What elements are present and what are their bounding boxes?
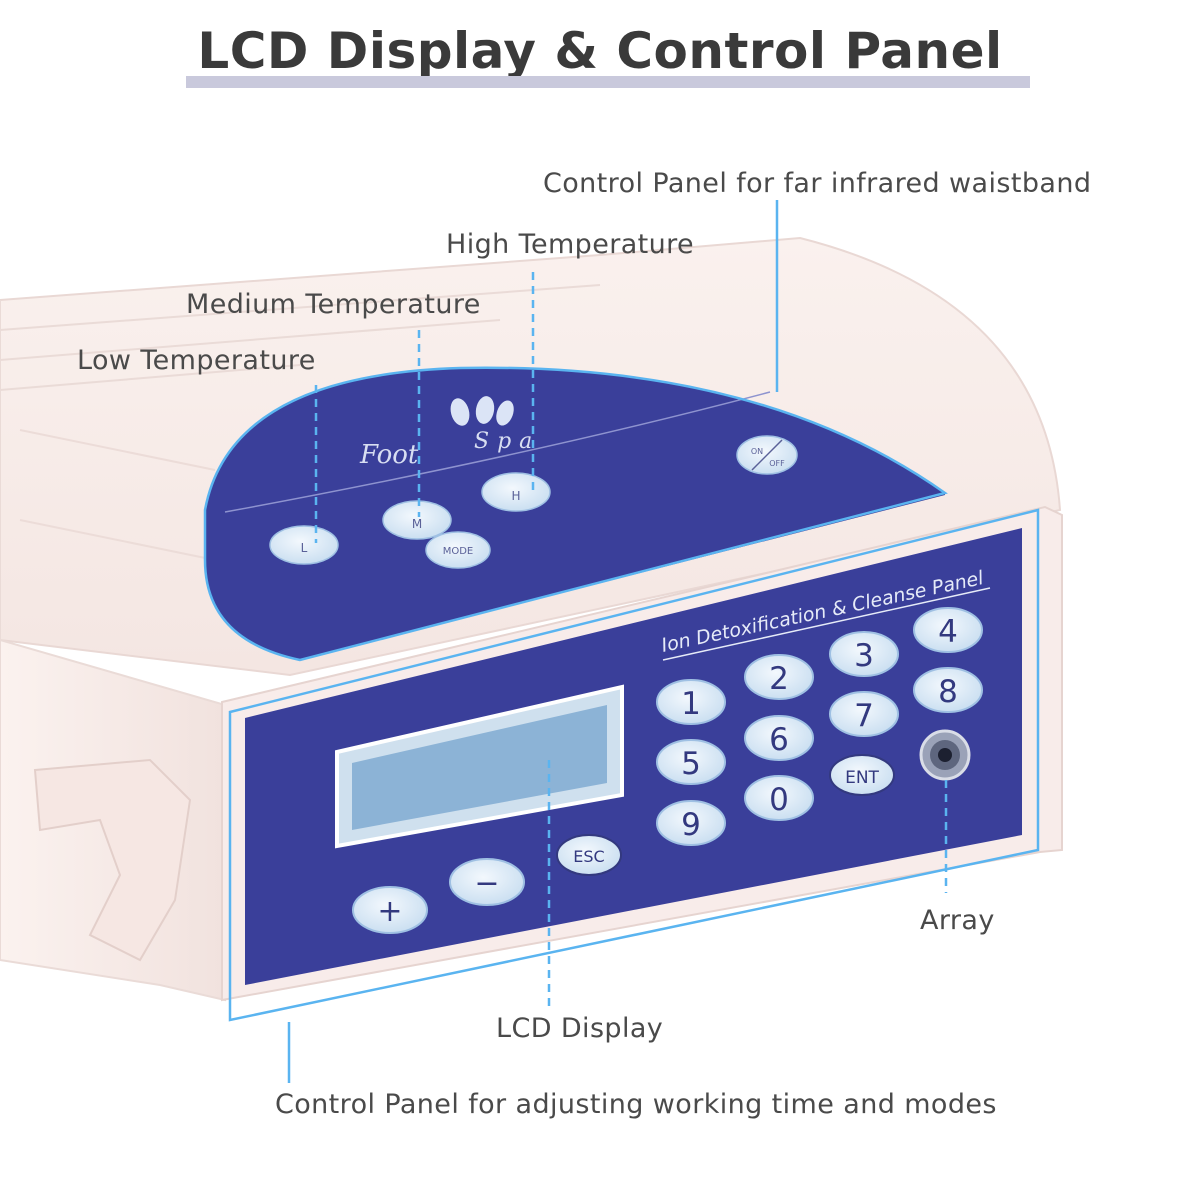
low-temp-button[interactable]: L bbox=[269, 525, 339, 565]
low-temp-button-label: L bbox=[301, 541, 308, 555]
lcd-display-label: LCD Display bbox=[496, 1013, 664, 1044]
key-3[interactable]: 3 bbox=[829, 631, 899, 677]
handle bbox=[33, 758, 192, 962]
logo-text-bottom: Spa bbox=[474, 429, 540, 454]
time-mode-panel-label: Control Panel for adjusting working time… bbox=[275, 1089, 997, 1120]
array-label: Array bbox=[920, 905, 995, 936]
key-1[interactable]: 1 bbox=[656, 679, 726, 725]
side-ridge bbox=[19, 429, 216, 471]
key-1-label: 1 bbox=[681, 686, 701, 722]
array-jack[interactable] bbox=[919, 729, 971, 781]
high-temperature-label: High Temperature bbox=[446, 229, 695, 260]
minus-key[interactable]: − bbox=[449, 858, 525, 906]
foot-spa-logo: Foot Spa bbox=[359, 396, 540, 470]
waistband-panel-label: Control Panel for far infrared waistband bbox=[543, 168, 1092, 199]
key-5-label: 5 bbox=[681, 746, 701, 782]
mode-button-label: MODE bbox=[443, 546, 474, 557]
minus-key-label: − bbox=[474, 866, 499, 901]
key-2[interactable]: 2 bbox=[744, 654, 814, 700]
on-label: ON bbox=[751, 447, 763, 456]
key-0-label: 0 bbox=[769, 782, 789, 818]
title-underline bbox=[186, 76, 1030, 88]
top-panel-highlight bbox=[203, 366, 948, 662]
front-control-panel bbox=[245, 528, 1022, 985]
key-5[interactable]: 5 bbox=[656, 739, 726, 785]
page-title: LCD Display & Control Panel bbox=[197, 22, 1003, 80]
off-label: OFF bbox=[769, 459, 785, 468]
plus-key[interactable]: + bbox=[352, 886, 428, 934]
lcd-display bbox=[335, 684, 624, 849]
key-9[interactable]: 9 bbox=[656, 800, 726, 846]
escape-key-label: ESC bbox=[573, 847, 604, 866]
key-0[interactable]: 0 bbox=[744, 775, 814, 821]
side-ridge bbox=[19, 519, 216, 561]
key-8-label: 8 bbox=[938, 674, 958, 710]
logo-text-top: Foot bbox=[359, 440, 419, 470]
key-3-label: 3 bbox=[854, 638, 874, 674]
key-6[interactable]: 6 bbox=[744, 715, 814, 761]
on-off-button[interactable]: ON OFF bbox=[736, 435, 798, 475]
key-9-label: 9 bbox=[681, 807, 701, 843]
mode-button[interactable]: MODE bbox=[425, 531, 491, 569]
escape-key[interactable]: ESC bbox=[556, 834, 622, 876]
enter-key-label: ENT bbox=[845, 768, 879, 788]
key-7[interactable]: 7 bbox=[829, 691, 899, 737]
key-4[interactable]: 4 bbox=[913, 607, 983, 653]
medium-temperature-label: Medium Temperature bbox=[186, 289, 481, 320]
key-6-label: 6 bbox=[769, 722, 789, 758]
enter-key[interactable]: ENT bbox=[829, 754, 895, 796]
top-ridge bbox=[0, 364, 301, 391]
key-7-label: 7 bbox=[854, 698, 874, 734]
keypad: 1 2 3 4 5 6 7 8 9 0 ENT ESC + − bbox=[352, 607, 983, 934]
front-panel-title-rule bbox=[662, 587, 991, 661]
high-temp-button-label: H bbox=[511, 489, 520, 503]
key-4-label: 4 bbox=[938, 614, 958, 650]
medium-temp-button[interactable]: M bbox=[382, 500, 452, 540]
low-temperature-label: Low Temperature bbox=[77, 345, 316, 376]
key-2-label: 2 bbox=[769, 661, 789, 697]
top-ridge bbox=[0, 319, 501, 361]
plus-key-label: + bbox=[377, 894, 402, 929]
top-ridge bbox=[0, 284, 601, 331]
high-temp-button[interactable]: H bbox=[481, 472, 551, 512]
key-8[interactable]: 8 bbox=[913, 667, 983, 713]
top-panel-divider bbox=[224, 391, 771, 513]
front-panel-highlight bbox=[228, 508, 1040, 1022]
medium-temp-button-label: M bbox=[412, 517, 422, 531]
